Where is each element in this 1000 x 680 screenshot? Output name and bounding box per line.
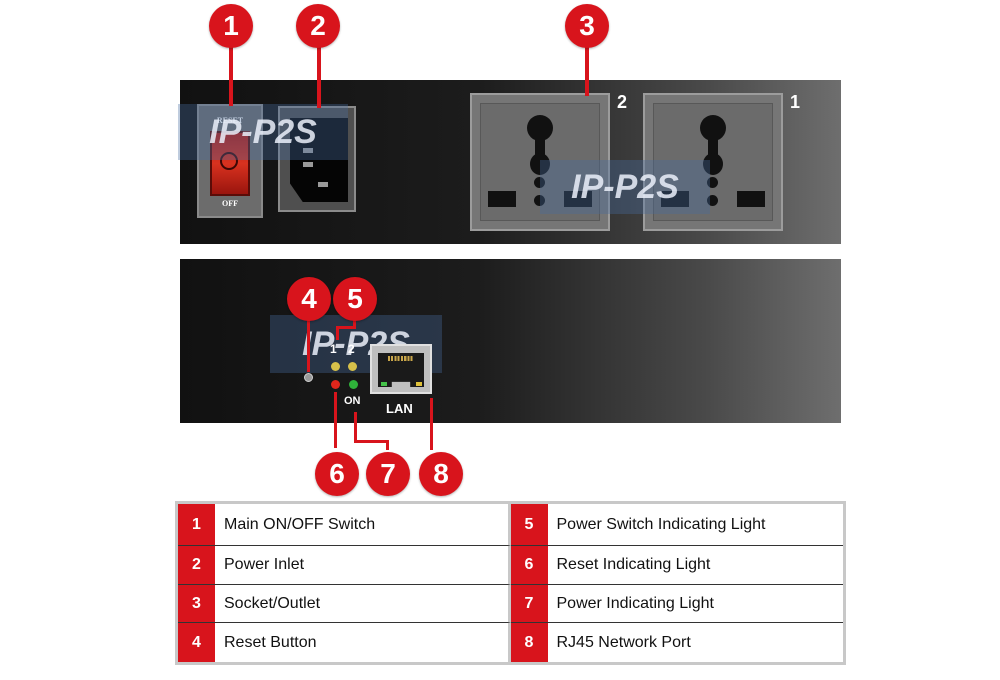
reset-button[interactable]: [304, 373, 313, 382]
outlet-live-hole: [530, 153, 550, 175]
callout-badge-1: 1: [209, 4, 253, 48]
callout-1-leader: [229, 42, 233, 106]
power-inlet-socket: [290, 118, 348, 202]
callout-8-leader: [430, 398, 433, 450]
lan-label: LAN: [386, 401, 413, 416]
inlet-pin: [303, 148, 313, 153]
callout-badge-8: 8: [419, 452, 463, 496]
power-switch-led-2: [348, 362, 357, 371]
callout-badge-2: 2: [296, 4, 340, 48]
legend-number: 3: [178, 585, 215, 622]
callout-5-leader: [336, 326, 339, 340]
rj45-activity-led: [416, 382, 422, 386]
legend-item-4: 4 Reset Button: [178, 623, 511, 662]
legend-number: 1: [178, 504, 215, 545]
callout-badge-6: 6: [315, 452, 359, 496]
legend-number: 8: [510, 623, 548, 662]
legend-item-7: 7 Power Indicating Light: [510, 585, 843, 623]
led-on-label: ON: [344, 395, 361, 407]
legend-label: RJ45 Network Port: [556, 633, 691, 651]
legend-number: 5: [510, 504, 548, 545]
reset-indicator-led: [331, 380, 340, 389]
legend-label: Socket/Outlet: [224, 594, 321, 612]
callout-4-leader: [307, 320, 310, 372]
rj45-contacts: [388, 356, 414, 361]
outlet-right-slot: [737, 191, 765, 207]
legend-item-1: 1 Main ON/OFF Switch: [178, 504, 511, 546]
outlet-right-slot: [564, 191, 592, 207]
watermark-logo: IP-P2S: [540, 160, 710, 214]
outlet-pin-hole: [534, 195, 545, 206]
legend-item-8: 8 RJ45 Network Port: [510, 623, 844, 662]
legend-number: 7: [510, 585, 548, 622]
callout-7-leader: [354, 412, 357, 442]
outlet-earth-hole: [700, 115, 726, 141]
callout-badge-7: 7: [366, 452, 410, 496]
inlet-pin: [303, 162, 313, 167]
callout-5-leader: [336, 326, 356, 329]
legend-item-5: 5 Power Switch Indicating Light: [510, 504, 843, 546]
callout-6-leader: [334, 392, 337, 448]
rj45-link-led: [381, 382, 387, 386]
legend-label: Power Indicating Light: [556, 594, 714, 612]
legend-label: Power Switch Indicating Light: [556, 515, 766, 533]
power-switch-led-1: [331, 362, 340, 371]
legend-label: Main ON/OFF Switch: [224, 515, 376, 533]
socket-outlet-1: [643, 93, 783, 231]
legend-label: Power Inlet: [224, 556, 305, 573]
legend-row: 4 Reset Button 8 RJ45 Network Port: [178, 623, 843, 662]
callout-badge-5: 5: [333, 277, 377, 321]
socket-number-2: 2: [617, 92, 628, 112]
callout-7-leader: [354, 440, 388, 443]
outlet-pin-hole: [707, 177, 718, 188]
outlet-earth-slot: [535, 137, 545, 157]
legend-row: 3 Socket/Outlet 7 Power Indicating Light: [178, 585, 843, 623]
outlet-pin-hole: [707, 195, 718, 206]
power-indicator-led: [349, 380, 358, 389]
legend-row: 2 Power Inlet 6 Reset Indicating Light: [178, 546, 843, 585]
outlet-earth-hole: [527, 115, 553, 141]
outlet-earth-slot: [708, 137, 718, 157]
switch-reset-label: RESET: [216, 116, 244, 125]
legend-label: Reset Indicating Light: [556, 556, 711, 573]
led-number-2: 2: [348, 342, 355, 356]
callout-badge-3: 3: [565, 4, 609, 48]
legend-number: 4: [178, 623, 215, 662]
callout-7-leader: [386, 440, 389, 450]
switch-power-symbol-icon: [220, 152, 238, 170]
legend-item-2: 2 Power Inlet: [178, 546, 511, 585]
watermark-logo: IP-P2S: [178, 104, 348, 160]
socket-number-1: 1: [790, 92, 801, 112]
outlet-live-hole: [703, 153, 723, 175]
callout-5-leader: [353, 318, 356, 328]
socket-outlet-2: [470, 93, 610, 231]
inlet-pin: [318, 182, 328, 187]
legend-item-3: 3 Socket/Outlet: [178, 585, 511, 623]
callout-2-leader: [317, 42, 321, 108]
legend-item-6: 6 Reset Indicating Light: [510, 546, 843, 585]
legend-number: 2: [178, 546, 215, 584]
switch-off-label: OFF: [222, 199, 238, 208]
outlet-left-slot: [661, 191, 689, 207]
led-number-1: 1: [330, 342, 337, 356]
outlet-left-slot: [488, 191, 516, 207]
callout-badge-4: 4: [287, 277, 331, 321]
legend-number: 6: [510, 546, 548, 584]
legend-table: 1 Main ON/OFF Switch 5 Power Switch Indi…: [175, 501, 846, 665]
outlet-pin-hole: [534, 177, 545, 188]
callout-3-leader: [585, 42, 589, 96]
legend-label: Reset Button: [224, 633, 317, 651]
legend-row: 1 Main ON/OFF Switch 5 Power Switch Indi…: [178, 504, 843, 546]
